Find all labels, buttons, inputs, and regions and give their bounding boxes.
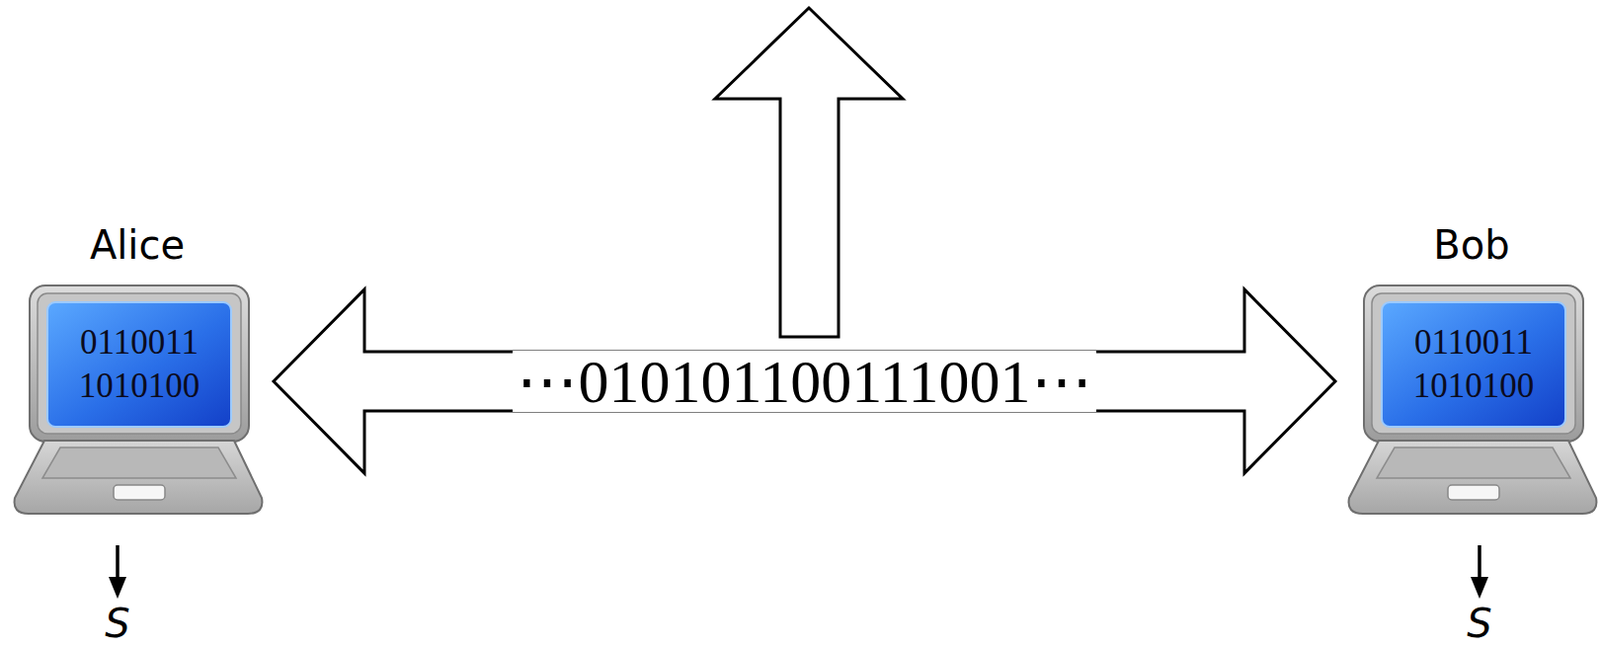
- eavesdrop-arrow: [715, 7, 903, 337]
- output-arrow-line: [1477, 545, 1482, 581]
- output-arrow-line: [115, 545, 120, 581]
- key-label: S: [104, 602, 130, 644]
- party-name: Bob: [1433, 219, 1510, 271]
- screen-bits: 0110011 1010100: [47, 302, 232, 427]
- output-arrow-head: [108, 576, 127, 599]
- screen-bits: 0110011 1010100: [1381, 302, 1566, 427]
- party-name: Alice: [89, 219, 185, 271]
- output-arrow-head: [1470, 576, 1489, 599]
- laptop-node: Alice 0110011 1010100: [10, 219, 264, 516]
- bit-stream: ⋯010101100111001⋯: [512, 350, 1096, 412]
- laptop-node: Bob 0110011 1010100: [1345, 219, 1599, 516]
- key-label: S: [1466, 602, 1492, 644]
